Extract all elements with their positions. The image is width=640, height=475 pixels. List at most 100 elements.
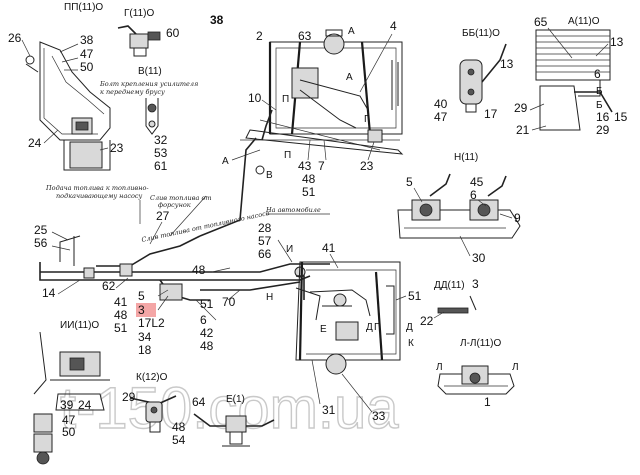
letter-g-lower: Г — [374, 322, 380, 333]
callout-61: 61 — [154, 159, 168, 173]
callout-48e: 48 — [172, 420, 186, 434]
callout-54: 54 — [172, 433, 186, 447]
callout-18: 3 — [138, 303, 145, 317]
letter-d-lower: Д — [366, 322, 373, 333]
view-k-clamp — [129, 395, 177, 433]
view-label-v: В(11) — [138, 66, 162, 77]
letter-l2: Л — [512, 362, 519, 373]
callout-24b: 24 — [78, 398, 92, 412]
callout-29a: 29 — [514, 101, 528, 115]
letter-a-arrow: А — [346, 72, 353, 83]
lower-fuel-tank — [295, 261, 401, 375]
callout-47c: 47 — [62, 413, 76, 427]
callout-5a: 5 — [406, 175, 413, 189]
view-label-ii: ИИ(11)О — [60, 320, 99, 331]
callout-13b: 13 — [610, 35, 624, 49]
callout-62: 62 — [102, 279, 116, 293]
callout-31: 33 — [372, 409, 386, 423]
callout-66: 18 — [138, 343, 152, 357]
callout-65: 65 — [534, 15, 548, 29]
callout-41b: 28 — [258, 221, 272, 235]
callout-51c: 66 — [258, 247, 272, 261]
callout-51d: 48 — [200, 339, 214, 353]
callout-48a: 48 — [302, 172, 316, 186]
callout-5b: 41 — [322, 241, 336, 255]
page-number: 38 — [210, 13, 224, 27]
view-pp-bracket — [25, 41, 111, 171]
callout-16: 16 — [596, 110, 610, 124]
view-label-e: Е(1) — [226, 394, 245, 405]
view-v-bracket — [145, 98, 159, 135]
letter-a-left: А — [222, 156, 229, 167]
letter-n-arrow: Н — [266, 292, 273, 303]
callout-23a: 23 — [110, 141, 124, 155]
callout-21: 21 — [516, 123, 530, 137]
callout-47a: 47 — [80, 47, 94, 61]
callout-23b: 23 — [360, 159, 374, 173]
letter-l1: Л — [436, 362, 443, 373]
callout-51a: 51 — [302, 185, 316, 199]
callout-48c: 57 — [258, 234, 272, 248]
note-bolt-1: Болт крепления усилителя — [99, 80, 198, 88]
callout-1: 31 — [322, 403, 336, 417]
view-n-pump — [397, 173, 521, 239]
view-label-k: К(12)О — [136, 372, 168, 383]
note-bolt-2: к переднему брусу — [100, 88, 165, 96]
callout-25: 25 — [34, 223, 48, 237]
callout-48b: 48 — [114, 308, 128, 322]
view-ii-bracket — [33, 331, 110, 465]
note-injector-1: Слив топлива от — [150, 194, 212, 202]
view-label-dd: ДД(11) — [434, 280, 465, 291]
letter-g-arrow: Г — [364, 114, 370, 125]
callout-18-highlight — [136, 303, 156, 317]
letter-p-lower: П — [284, 150, 291, 161]
view-label-bb: ББ(11)О — [462, 28, 500, 39]
top-fuel-tank — [240, 29, 404, 155]
letter-e-lower: Е — [320, 324, 327, 335]
view-label-ll: Л-Л(11)О — [460, 338, 501, 349]
callout-70: 51 — [200, 297, 214, 311]
callout-17: 17 — [484, 107, 498, 121]
callout-29b: 29 — [596, 123, 610, 137]
view-label-a: А(11)О — [568, 16, 600, 27]
callout-33: 1 — [484, 395, 491, 409]
callout-53: 53 — [154, 146, 168, 160]
callout-7: 7 — [318, 159, 325, 173]
callout-3b: 3 — [472, 277, 479, 291]
callout-63: 63 — [298, 29, 312, 43]
callout-38a: 38 — [80, 33, 94, 47]
callout-50b: 50 — [62, 425, 76, 439]
callout-47b: 47 — [434, 110, 448, 124]
callout-40: 40 — [434, 97, 448, 111]
callout-6c: 70 — [222, 295, 236, 309]
callout-60: 60 — [166, 26, 180, 40]
view-label-g: Г(11)О — [124, 8, 154, 19]
callout-57: 34 — [138, 330, 152, 344]
callout-42: 6 — [200, 313, 207, 327]
letter-k-lower: К — [408, 338, 414, 349]
letter-v-arrow: В — [266, 170, 273, 181]
callout-30: 30 — [472, 251, 486, 265]
callout-50a: 50 — [80, 60, 94, 74]
callout-27: 27 — [156, 209, 170, 223]
view-bb-clamp — [459, 43, 507, 113]
note-supply-1: Подача топлива к топливно- — [45, 184, 149, 192]
letter-b-left: Б — [596, 100, 603, 111]
main-fuel-lines — [39, 137, 330, 301]
view-g-fitting — [117, 25, 161, 57]
view-a-radiator — [535, 29, 613, 131]
callout-15: 15 — [614, 110, 628, 124]
callout-6a: 6 — [594, 67, 601, 81]
callout-51b: 51 — [114, 321, 128, 335]
callout-45: 45 — [470, 175, 484, 189]
callout-3a: 51 — [408, 289, 422, 303]
letter-i-arrow: И — [286, 244, 293, 255]
callout-2: 2 — [256, 29, 263, 43]
view-e-fitting — [193, 413, 275, 447]
note-injector-2: форсунок — [158, 201, 191, 209]
view-label-n: Н(11) — [454, 152, 478, 163]
callout-43: 43 — [298, 159, 312, 173]
callout-28: 17L2 — [138, 316, 165, 330]
callout-34: 5 — [138, 289, 145, 303]
